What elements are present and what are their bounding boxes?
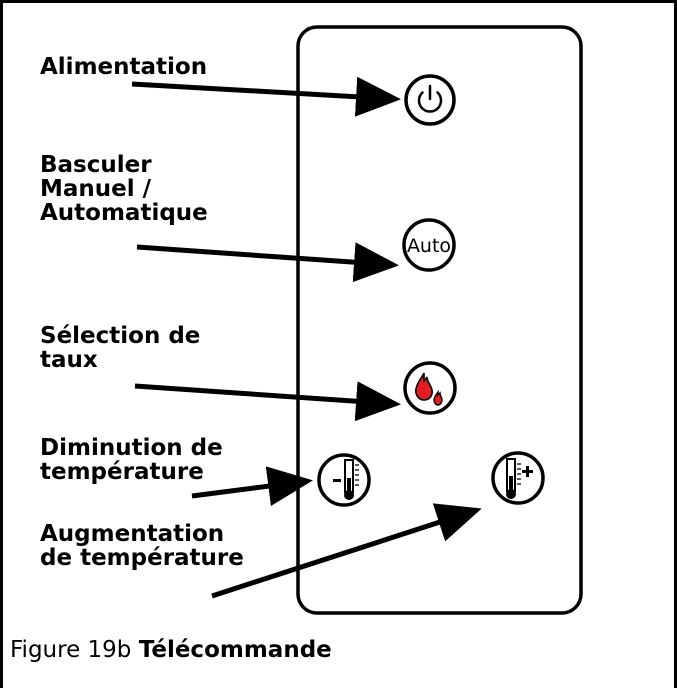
temperature-down-button[interactable] [317,453,371,507]
power-button[interactable] [404,74,456,126]
temperature-down-label-line-1: Diminution de [40,435,223,461]
auto-button[interactable]: Auto [402,218,456,272]
rate-label-line-1: Sélection de [40,323,201,349]
temperature-down-arrow [191,466,313,506]
rate-selection-button[interactable] [403,361,457,415]
auto-button-text: Auto [407,235,451,257]
figure-title: Télécommande [138,637,332,663]
temperature-up-label-line-2: de température [40,545,244,571]
thermometer-plus-icon [506,458,533,499]
figure-number: Figure 19b [10,637,132,663]
thermometer-minus-icon [333,459,359,500]
figure-caption: Figure 19b Télécommande [10,637,332,663]
mode-label-line-1: Basculer [40,152,152,178]
power-label: Alimentation [40,54,208,80]
temperature-up-arrow [211,503,482,599]
mode-label-line-2: Manuel / [40,176,152,202]
rate-label-line-2: taux [40,347,98,373]
temperature-up-label-line-1: Augmentation [40,521,225,547]
temperature-up-button[interactable] [491,451,545,505]
power-icon [417,84,443,113]
mode-label-line-3: Automatique [40,200,208,226]
power-arrow [131,76,401,117]
mode-arrow [136,242,399,283]
rate-arrow [134,381,401,422]
temperature-down-label-line-2: température [40,459,204,485]
flame-icon [415,372,443,406]
